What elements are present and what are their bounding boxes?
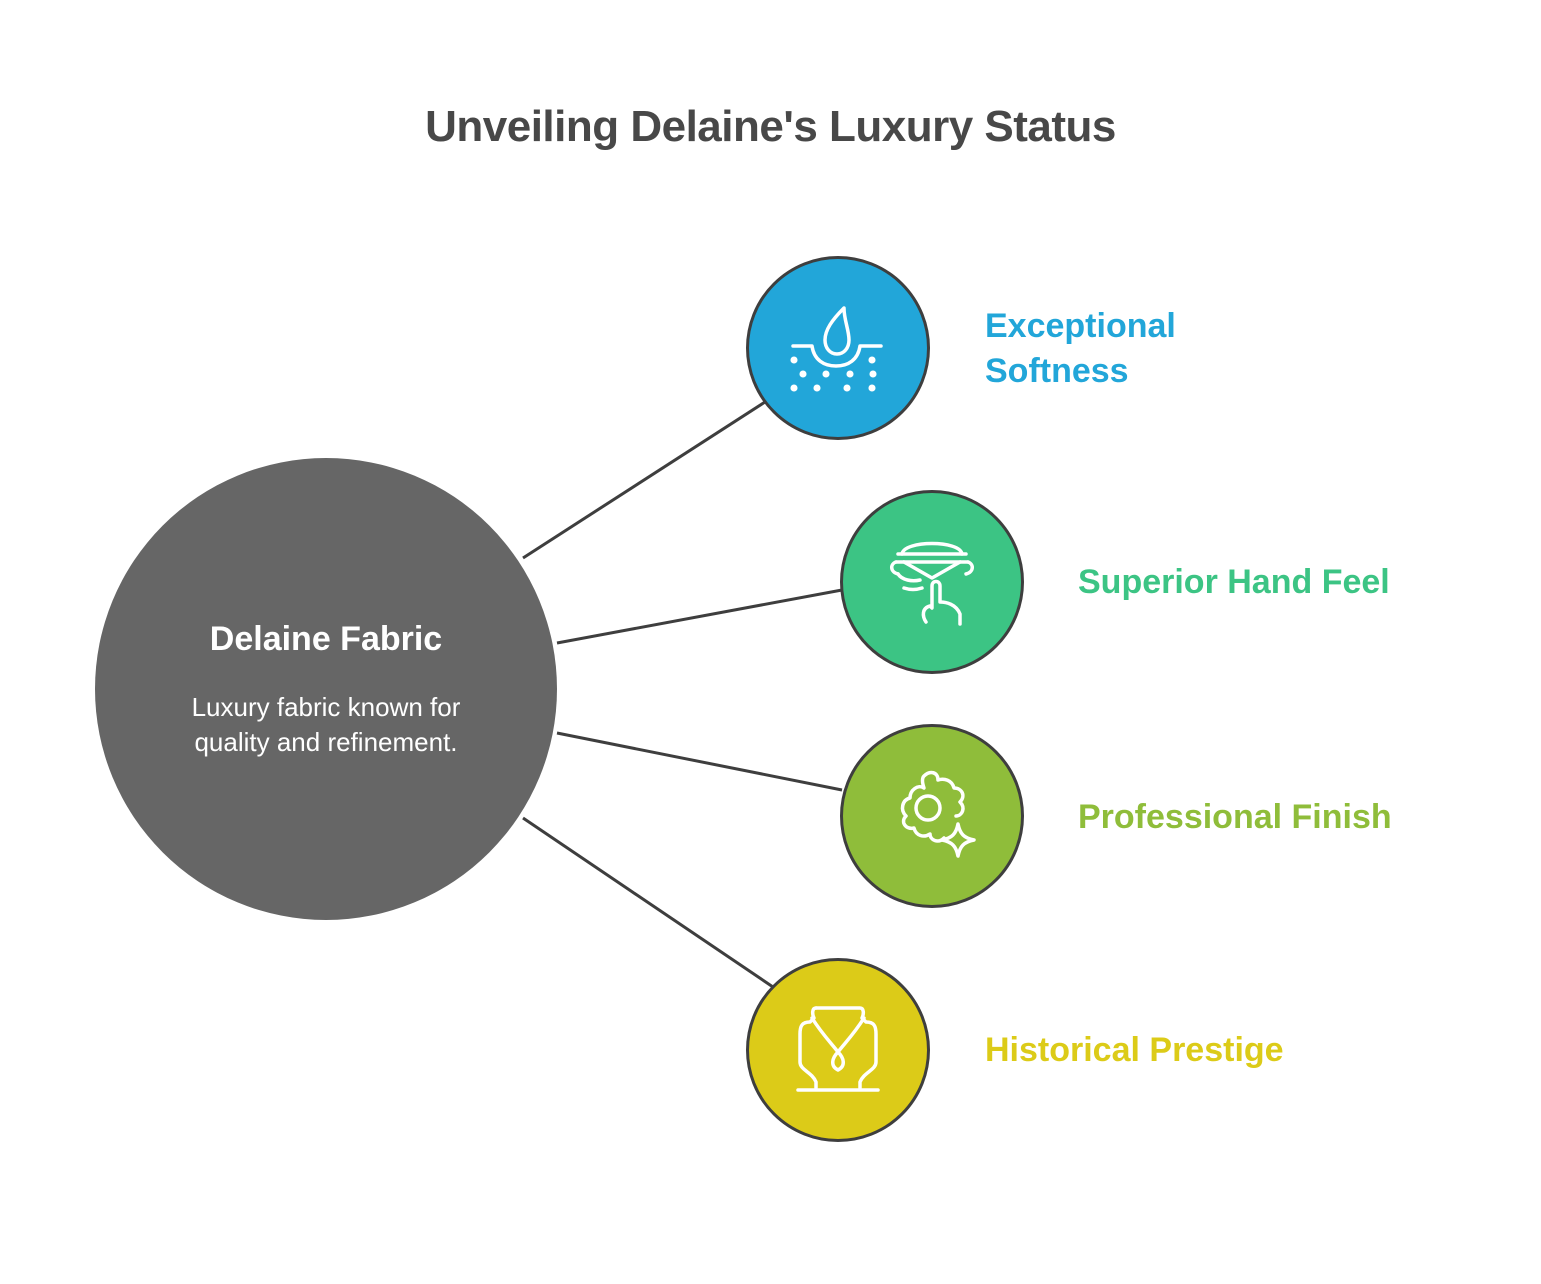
water-drop-absorb-icon [790, 306, 883, 392]
label-line-1: Superior Hand Feel [1078, 563, 1390, 601]
node-professional-finish [840, 724, 1024, 908]
diagram-title: Unveiling Delaine's Luxury Status [425, 102, 1116, 151]
gear-sparkle-icon [900, 770, 976, 858]
label-line-1: Historical Prestige [985, 1031, 1284, 1069]
hub-title: Delaine Fabric [209, 620, 443, 658]
label-line-2: Softness [985, 352, 1129, 390]
hub-circle-delaine-fabric: Delaine Fabric Luxury fabric known for q… [95, 458, 557, 920]
label-line-1: Professional Finish [1078, 798, 1392, 836]
label-professional-finish: Professional Finish [1078, 795, 1392, 840]
label-superior-hand-feel: Superior Hand Feel [1078, 560, 1390, 605]
hand-touch-fabric-icon [890, 541, 974, 626]
label-exceptional-softness: Exceptional Softness [985, 304, 1176, 394]
hub-description: Luxury fabric known for quality and refi… [191, 692, 461, 757]
node-exceptional-softness [746, 256, 930, 440]
label-line-1: Exceptional [985, 307, 1176, 345]
node-historical-prestige [746, 958, 930, 1142]
necklace-bust-icon [796, 1006, 880, 1092]
label-historical-prestige: Historical Prestige [985, 1028, 1284, 1073]
node-superior-hand-feel [840, 490, 1024, 674]
